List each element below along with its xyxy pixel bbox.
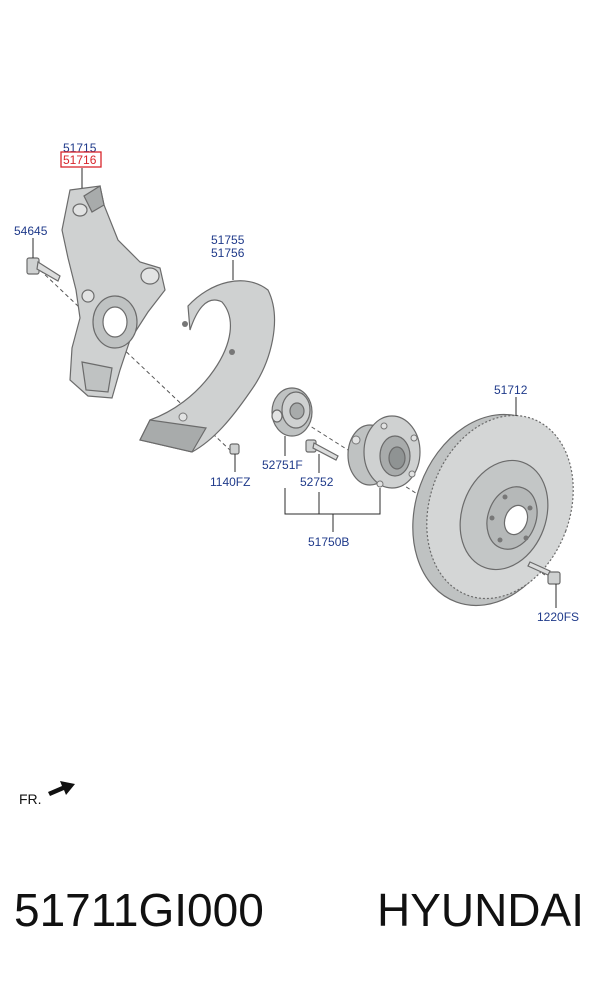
dust-shield-icon bbox=[139, 280, 275, 453]
front-arrow-icon bbox=[48, 781, 75, 796]
callout-hub-bolt: 52752 bbox=[300, 475, 334, 489]
knuckle-bolt-icon bbox=[26, 257, 61, 282]
wheel-hub-icon bbox=[347, 415, 421, 489]
callout-bolt-knuckle: 54645 bbox=[14, 224, 48, 238]
bracket-hub-assembly bbox=[284, 488, 381, 515]
shield-bolt-icon bbox=[229, 443, 240, 455]
callout-shield-a: 51755 bbox=[211, 233, 245, 247]
callout-shield-b: 51756 bbox=[211, 246, 245, 260]
callout-cap: 52751F bbox=[262, 458, 303, 472]
callout-shield-bolt: 1140FZ bbox=[210, 475, 250, 489]
callout-knuckle-b: 51716 bbox=[63, 153, 97, 167]
brake-disc-icon bbox=[412, 413, 574, 607]
hub-cap-icon bbox=[271, 387, 313, 437]
hub-bolt-icon bbox=[305, 439, 339, 461]
callout-highlight-box bbox=[60, 151, 102, 168]
callout-hub-assembly: 51750B bbox=[308, 535, 349, 549]
steering-knuckle-icon bbox=[61, 185, 166, 399]
callout-disc: 51712 bbox=[494, 383, 528, 397]
disc-screw-icon bbox=[527, 561, 561, 585]
exploded-parts-diagram: 51715 51716 54645 51755 51756 1140FZ 527… bbox=[14, 141, 579, 807]
caption-part-number: 51711GI000 bbox=[14, 884, 264, 936]
caption-brand: HYUNDAI bbox=[376, 884, 584, 936]
callout-disc-screw: 1220FS bbox=[537, 610, 579, 624]
front-marker-label: FR. bbox=[19, 791, 42, 807]
caption: 51711GI000 HYUNDAI bbox=[0, 870, 600, 950]
